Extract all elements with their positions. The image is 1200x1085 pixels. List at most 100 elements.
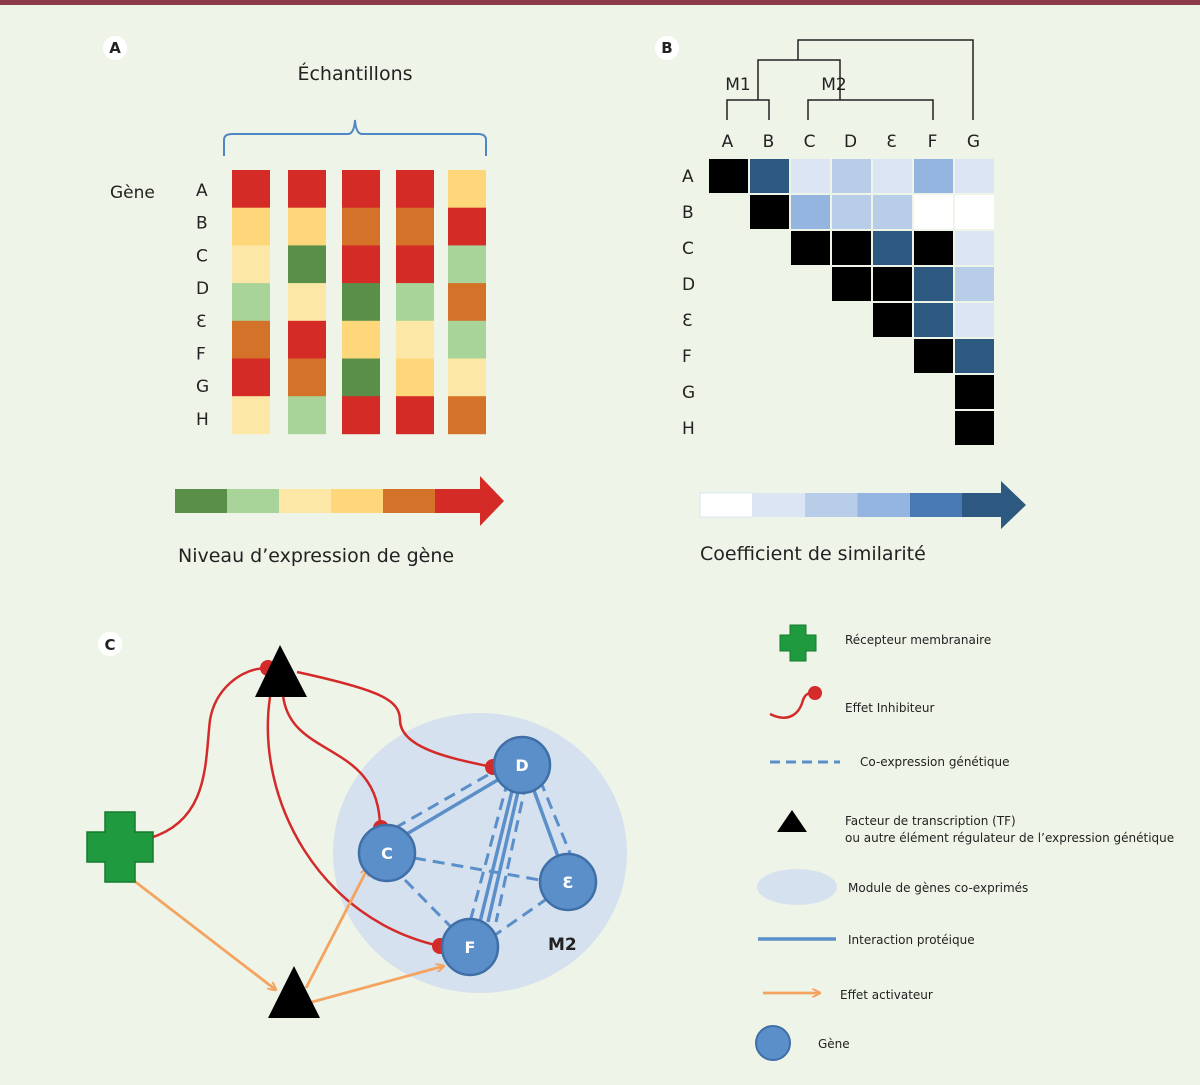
protein-interaction-d-f-b: [486, 782, 522, 923]
similarity-cell-r1-c3: [791, 159, 830, 193]
similarity-scale-step-5: [910, 493, 963, 517]
similarity-column-label-6: F: [928, 132, 938, 152]
similarity-scale: [699, 481, 1026, 529]
protein-interaction-c-d: [399, 773, 507, 840]
expression-scale-label: Niveau d’expression de gène: [178, 545, 454, 567]
legend-tf-icon: [777, 810, 807, 832]
similarity-scale-label: Coefficient de similarité: [700, 543, 926, 565]
similarity-cell-r3-c4: [832, 231, 871, 265]
similarity-scale-step-4: [857, 493, 910, 517]
similarity-cell-r3-c3: [791, 231, 830, 265]
expression-cell-r2-c4: [396, 207, 434, 246]
gene-row-label: Gène: [110, 183, 155, 203]
expression-cell-r6-c3: [342, 358, 380, 397]
coexpression-c-f: [403, 878, 454, 930]
similarity-column-label-3: C: [804, 132, 816, 152]
similarity-scale-step-2: [752, 493, 805, 517]
coexpression-c-e: [413, 856, 541, 882]
similarity-cell-r5-c7: [955, 303, 994, 337]
expression-cell-r5-c1: [232, 320, 270, 359]
samples-brace: [223, 119, 487, 156]
similarity-cell-r3-c5: [873, 231, 912, 265]
expression-gene-label-6: F: [196, 345, 206, 365]
expression-cell-r2-c2: [288, 207, 326, 246]
module-m2-label: M2: [821, 75, 846, 95]
expression-cell-r6-c2: [288, 358, 326, 397]
similarity-column-label-5: Ɛ: [886, 132, 896, 152]
coexpression-e-f: [494, 896, 549, 937]
legend: Récepteur membranaire Effet Inhibiteur C…: [755, 624, 1174, 1061]
gene-node-f-label: F: [465, 938, 476, 957]
gene-node-d: [492, 735, 552, 795]
inhibit-tf1-c: [281, 694, 382, 829]
expression-cell-r3-c2: [288, 245, 326, 284]
expression-cell-r1-c4: [396, 170, 434, 208]
similarity-cell-r1-c5: [873, 159, 912, 193]
membrane-receptor-icon: [86, 811, 154, 883]
expression-cell-r4-c1: [232, 283, 270, 322]
similarity-cell-r6-c7: [955, 339, 994, 373]
legend-activator-label: Effet activateur: [840, 988, 933, 1002]
expression-cell-r5-c5: [448, 320, 486, 359]
expression-cell-r4-c5: [448, 283, 486, 322]
co-expression-module-m2: [333, 713, 627, 993]
coexpression-d-f: [494, 782, 528, 923]
inhibit-tf1-f: [266, 696, 441, 948]
expression-gene-label-2: B: [196, 214, 208, 234]
expression-gene-label-7: G: [196, 377, 209, 397]
inhibitor-edges: [149, 666, 493, 948]
similarity-row-label-5: Ɛ: [682, 311, 692, 331]
panel-b-badge: [655, 36, 679, 60]
activate-tf2-c: [304, 868, 368, 989]
protein-interaction-d-e: [530, 784, 562, 863]
gene-node-e-label: Ɛ: [562, 873, 573, 892]
inhibit-receptor-tf1: [149, 666, 269, 840]
similarity-cell-r5-c5: [873, 303, 912, 337]
coexpression-c-d: [394, 766, 501, 830]
similarity-row-label-6: F: [682, 347, 692, 367]
expression-cell-r6-c1: [232, 358, 270, 397]
panel-c: C M2: [86, 632, 627, 1018]
similarity-cell-r4-c5: [873, 267, 912, 301]
expression-scale-arrow: [435, 476, 504, 526]
protein-interaction-d-f: [478, 782, 516, 923]
expression-cell-r7-c5: [448, 396, 486, 435]
panel-c-letter: C: [104, 636, 115, 654]
expression-scale-step-1: [175, 489, 227, 513]
gene-node-c-label: C: [381, 844, 393, 863]
activate-tf2-f: [311, 966, 444, 1004]
expression-scale-step-3: [279, 489, 331, 513]
similarity-column-label-4: D: [844, 132, 857, 152]
expression-cell-r6-c4: [396, 358, 434, 397]
similarity-cell-r1-c1: [709, 159, 748, 193]
expression-cell-r6-c5: [448, 358, 486, 397]
transcription-factor-1-icon: [255, 645, 307, 697]
similarity-column-label-1: A: [722, 132, 734, 152]
expression-cell-r3-c3: [342, 245, 380, 284]
transcription-factor-2-icon: [268, 966, 320, 1018]
similarity-row-label-2: B: [682, 203, 694, 223]
gene-node-c: [357, 823, 417, 883]
expression-cell-r7-c3: [342, 396, 380, 435]
legend-tf-label-2: ou autre élément régulateur de l’express…: [845, 831, 1174, 845]
expression-scale: [175, 476, 504, 526]
expression-gene-label-3: C: [196, 246, 208, 266]
expression-cell-r5-c2: [288, 320, 326, 359]
expression-heatmap: [232, 170, 486, 435]
similarity-cell-r1-c7: [955, 159, 994, 193]
expression-cell-r5-c3: [342, 320, 380, 359]
expression-gene-label-1: A: [196, 181, 208, 201]
expression-cell-r2-c5: [448, 207, 486, 246]
similarity-cell-r1-c2: [750, 159, 789, 193]
panel-b-letter: B: [661, 39, 672, 57]
similarity-row-label-3: C: [682, 239, 694, 259]
expression-cell-r3-c4: [396, 245, 434, 284]
similarity-row-label-1: A: [682, 167, 694, 187]
legend-coexpression-label: Co-expression génétique: [860, 755, 1009, 769]
module-m1-label: M1: [725, 75, 750, 95]
gene-node-e: [538, 852, 598, 912]
legend-protein-label: Interaction protéique: [848, 933, 975, 947]
similarity-scale-arrow: [962, 481, 1026, 529]
